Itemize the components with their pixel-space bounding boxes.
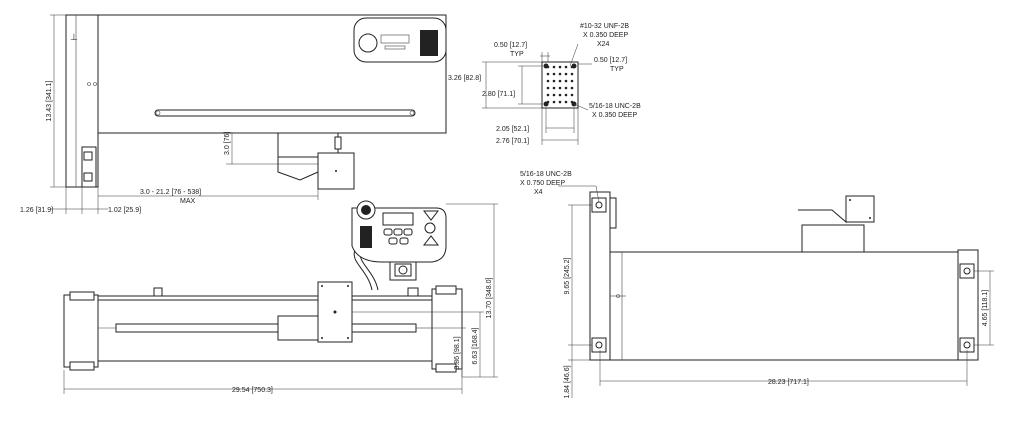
threaded-hole	[564, 72, 568, 76]
end-thread-depth: X 0.750 DEEP	[520, 180, 565, 187]
threaded-hole	[570, 72, 574, 76]
dim-front-total-height: 13.70 [348.0]	[486, 278, 493, 319]
end-left-plate	[589, 191, 611, 361]
threaded-hole	[570, 79, 574, 83]
threaded-hole	[570, 86, 574, 90]
threaded-hole	[552, 86, 556, 90]
thread-b: 5/16-18 UNC-2B	[589, 103, 641, 110]
hole-pattern-view: #10-32 UNF-2B X 0.350 DEEP X24 0.50 [12.…	[448, 23, 641, 145]
typ-right-note: TYP	[610, 66, 624, 73]
threaded-hole	[564, 93, 568, 97]
thread-a-count: X24	[597, 41, 610, 48]
threaded-hole	[558, 79, 562, 83]
dim-end-offset: 1.84 [46.6]	[564, 365, 571, 398]
typ-left: 0.50 [12.7]	[494, 42, 527, 49]
dim-front-rail-height: 3.86 [98.1]	[454, 336, 461, 369]
threaded-hole	[564, 100, 568, 104]
top-view: ⊥ 13.43 [341.1] 1.26 [31.9]	[20, 14, 447, 214]
thread-a: #10-32 UNF-2B	[580, 23, 629, 30]
dim-top-height: 13.43 [341.1]	[46, 81, 53, 122]
dim-end-length: 28.23 [717.1]	[768, 379, 809, 386]
threaded-hole	[552, 65, 556, 69]
pattern-height-inner: 2.80 [71.1]	[482, 91, 515, 98]
threaded-hole	[552, 79, 556, 83]
threaded-hole	[552, 72, 556, 76]
threaded-hole	[558, 65, 562, 69]
threaded-hole	[564, 86, 568, 90]
dim-stroke-max: MAX	[180, 198, 196, 205]
pattern-height-outer: 3.26 [82.8]	[448, 75, 481, 82]
dim-stroke: 3.0 - 21.2 [76 - 538]	[140, 189, 201, 196]
threaded-hole	[546, 86, 550, 90]
end-view: 5/16-18 UNC-2B X 0.750 DEEP X4 9.65 [245…	[520, 171, 994, 399]
thread-b-depth: X 0.350 DEEP	[592, 112, 637, 119]
threaded-hole	[552, 100, 556, 104]
thread-a-depth: X 0.350 DEEP	[583, 32, 628, 39]
threaded-hole	[558, 100, 562, 104]
dim-end-hole-spacing: 4.65 [118.1]	[982, 290, 989, 327]
pattern-plate	[541, 61, 579, 109]
end-thread: 5/16-18 UNC-2B	[520, 171, 572, 178]
pattern-width-inner: 2.05 [52.1]	[496, 126, 529, 133]
end-body	[609, 251, 961, 361]
threaded-hole	[558, 93, 562, 97]
threaded-hole	[558, 86, 562, 90]
dim-base-thickness: 1.26 [31.9]	[20, 207, 53, 214]
dim-clearance: 3.0 [76]	[224, 132, 231, 155]
front-right-block	[431, 288, 463, 370]
threaded-hole	[546, 93, 550, 97]
dim-front-carriage-height: 6.63 [168.4]	[472, 327, 479, 364]
threaded-hole	[546, 72, 550, 76]
pattern-width-outer: 2.76 [70.1]	[496, 138, 529, 145]
dim-post-width: 1.02 [25.9]	[108, 207, 141, 214]
threaded-hole	[558, 72, 562, 76]
front-view: 13.70 [348.0] 6.63 [168.4] 3.86 [98.1] 2…	[63, 200, 498, 394]
dim-end-height: 9.65 [245.2]	[564, 257, 571, 294]
threaded-hole	[546, 79, 550, 83]
front-left-block	[63, 294, 99, 368]
dim-front-width: 29.54 [750.3]	[232, 387, 273, 394]
typ-left-note: TYP	[510, 51, 524, 58]
threaded-hole	[570, 93, 574, 97]
end-thread-count: X4	[534, 189, 543, 196]
threaded-hole	[564, 79, 568, 83]
threaded-hole	[564, 65, 568, 69]
threaded-hole	[552, 93, 556, 97]
svg-text:⊥: ⊥	[70, 32, 78, 42]
typ-right: 0.50 [12.7]	[594, 57, 627, 64]
